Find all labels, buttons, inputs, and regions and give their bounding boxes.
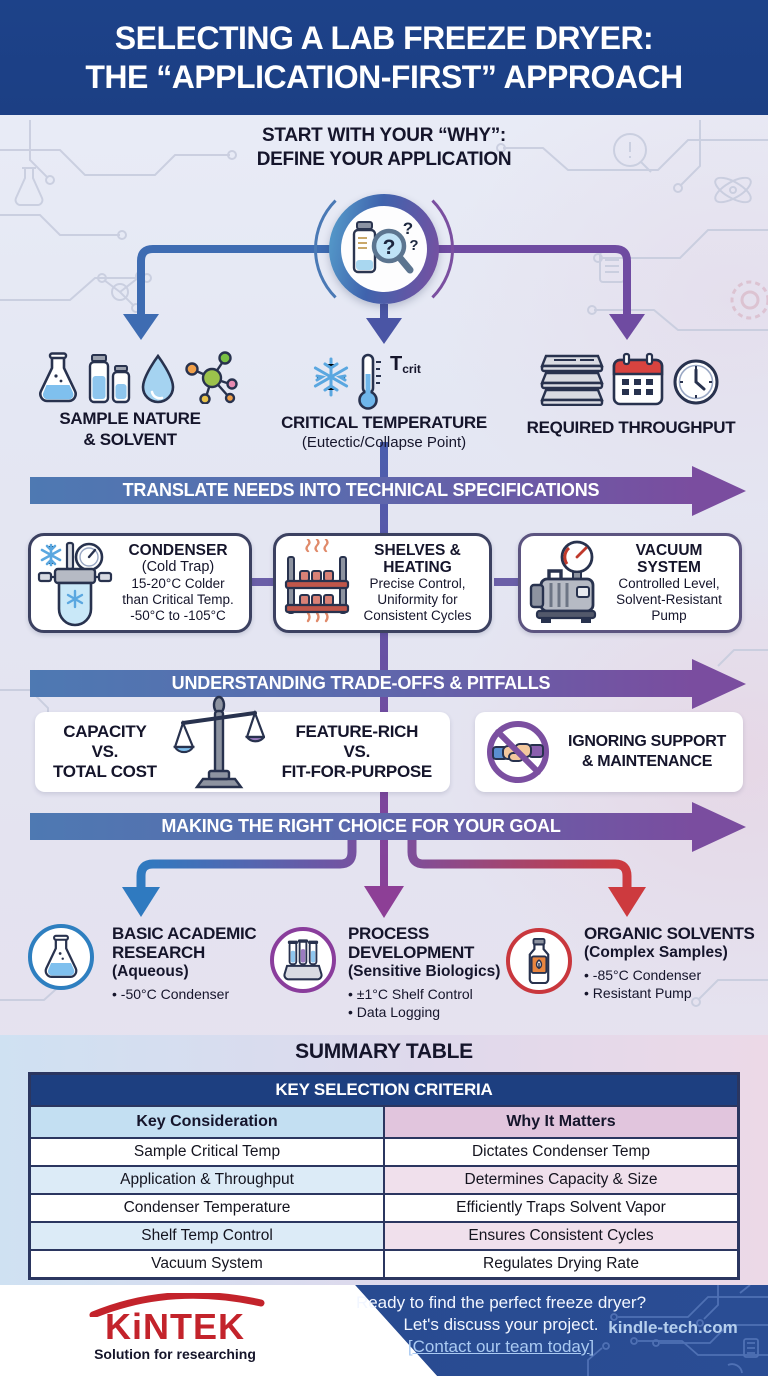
intro-line1: START WITH YOUR “WHY”:: [262, 125, 506, 146]
table-cell: Dictates Condenser Temp: [385, 1139, 737, 1165]
branch-label-sample-nature: SAMPLE NATURE & SOLVENT: [59, 409, 201, 449]
spec-card-vacuum: VACUUM SYSTEM Controlled Level, Solvent-…: [518, 533, 742, 633]
vacuum-pump-icon: [527, 539, 605, 627]
table-cell: Determines Capacity & Size: [385, 1167, 737, 1193]
goal-academic: BASIC ACADEMIC RESEARCH (Aqueous) • -50°…: [112, 924, 257, 1002]
molecule-icon: [185, 351, 238, 404]
svg-text:?: ?: [403, 220, 413, 238]
footer-cta: Ready to find the perfect freeze dryer? …: [345, 1292, 657, 1358]
clock-icon: [673, 359, 719, 405]
goal-process: PROCESS DEVELOPMENT (Sensitive Biologics…: [348, 924, 501, 1020]
table-cell: Efficiently Traps Solvent Vapor: [385, 1195, 737, 1221]
kintek-tagline: Solution for researching: [94, 1346, 256, 1362]
cta-line2: Let's discuss your project.: [403, 1315, 599, 1334]
spec-card-shelves-text: SHELVES & HEATING Precise Control, Unifo…: [363, 542, 472, 623]
table-cell: Application & Throughput: [31, 1167, 383, 1193]
page-title-line1: SELECTING A LAB FREEZE DRYER:: [114, 19, 654, 56]
table-cell: Shelf Temp Control: [31, 1223, 383, 1249]
spec-card-condenser-text: CONDENSER (Cold Trap) 15-20°C Colder tha…: [122, 542, 234, 623]
table-cell: Regulates Drying Rate: [385, 1251, 737, 1277]
table-cell: Ensures Consistent Cycles: [385, 1223, 737, 1249]
table-cell: Condenser Temperature: [31, 1195, 383, 1221]
required-throughput-icons: [540, 352, 720, 406]
summary-title: SUMMARY TABLE: [295, 1040, 473, 1063]
tradeoff-feature-text: FEATURE-RICH VS. FIT-FOR-PURPOSE: [281, 722, 433, 781]
spec-card-condenser: CONDENSER (Cold Trap) 15-20°C Colder tha…: [28, 533, 252, 633]
cta-line1: Ready to find the perfect freeze dryer?: [355, 1293, 647, 1312]
balance-scale-icon: [173, 695, 266, 789]
solvent-bottle-icon: [528, 938, 550, 984]
hub-outer-arc: [314, 179, 454, 319]
footer-logo-panel-shape: [0, 1285, 437, 1376]
sample-nature-icons: [36, 350, 240, 404]
table-cell: Vacuum System: [31, 1251, 383, 1277]
svg-text:?: ?: [409, 237, 418, 254]
test-tubes-icon: [283, 939, 323, 981]
droplet-icon: [141, 354, 175, 404]
critical-temperature-icons: T crit: [312, 352, 421, 410]
flask-icon: [44, 934, 78, 978]
branch-label-critical-temperature: CRITICAL TEMPERATURE (Eutectic/Collapse …: [281, 413, 487, 451]
spec-card-shelves: SHELVES & HEATING Precise Control, Unifo…: [273, 533, 492, 633]
vials-icon: [88, 354, 131, 404]
page-title-line2: THE “APPLICATION-FIRST” APPROACH: [85, 58, 683, 95]
intro-line2: DEFINE YOUR APPLICATION: [256, 149, 512, 170]
summary-table: KEY SELECTION CRITERIA Key Consideration…: [28, 1072, 740, 1280]
banner-translate-needs: TRANSLATE NEEDS INTO TECHNICAL SPECIFICA…: [30, 477, 692, 504]
goal-circle-process: [270, 927, 336, 993]
trays-icon: [540, 354, 604, 406]
table-header: KEY SELECTION CRITERIA: [31, 1075, 737, 1105]
kintek-logo-text: KiNTEK: [105, 1306, 245, 1347]
condenser-icon: [37, 539, 113, 627]
table-col-header-matters: Why It Matters: [385, 1107, 737, 1137]
svg-text:?: ?: [383, 236, 396, 259]
goal-circle-solvents: [506, 928, 572, 994]
thermometer-icon: [358, 353, 381, 410]
tradeoff-card-support: IGNORING SUPPORT & MAINTENANCE: [475, 712, 743, 792]
tradeoff-capacity-text: CAPACITY VS. TOTAL COST: [53, 722, 157, 781]
intro-heading: START WITH YOUR “WHY”: DEFINE YOUR APPLI…: [0, 124, 768, 172]
flask-icon: [39, 352, 77, 403]
kintek-swoosh-icon: [89, 1293, 265, 1317]
goal-solvents: ORGANIC SOLVENTS (Complex Samples) • -85…: [584, 924, 755, 1001]
magnifier-question-icon: ? ? ?: [352, 220, 419, 274]
kintek-logo: KiNTEK Solution for researching: [30, 1293, 320, 1362]
hub-circle: ? ? ?: [329, 194, 439, 304]
banner-tradeoffs: UNDERSTANDING TRADE-OFFS & PITFALLS: [30, 670, 692, 697]
table-col-header-consideration: Key Consideration: [31, 1107, 383, 1137]
header-banner: SELECTING A LAB FREEZE DRYER: THE “APPLI…: [0, 0, 768, 115]
banner-right-choice: MAKING THE RIGHT CHOICE FOR YOUR GOAL: [30, 813, 692, 840]
tradeoff-support-text: IGNORING SUPPORT & MAINTENANCE: [568, 733, 726, 770]
snowflake-icon: [313, 357, 349, 397]
tradeoff-card-capacity-feature: CAPACITY VS. TOTAL COST FEATURE-RICH VS.…: [35, 695, 450, 792]
branch-label-required-throughput: REQUIRED THROUGHPUT: [526, 418, 736, 437]
goal-circle-academic: [28, 924, 94, 990]
contact-link[interactable]: [Contact our team today]: [407, 1337, 595, 1356]
website-link[interactable]: kindle-tech.com: [608, 1318, 738, 1337]
table-cell: Sample Critical Temp: [31, 1139, 383, 1165]
hub-inner-circle: ? ? ?: [341, 206, 427, 292]
no-handshake-icon: [487, 721, 549, 783]
tcrit-label: T crit: [390, 353, 421, 376]
shelves-heating-icon: [282, 539, 352, 627]
spec-card-vacuum-text: VACUUM SYSTEM Controlled Level, Solvent-…: [616, 542, 722, 623]
calendar-icon: [612, 352, 664, 406]
